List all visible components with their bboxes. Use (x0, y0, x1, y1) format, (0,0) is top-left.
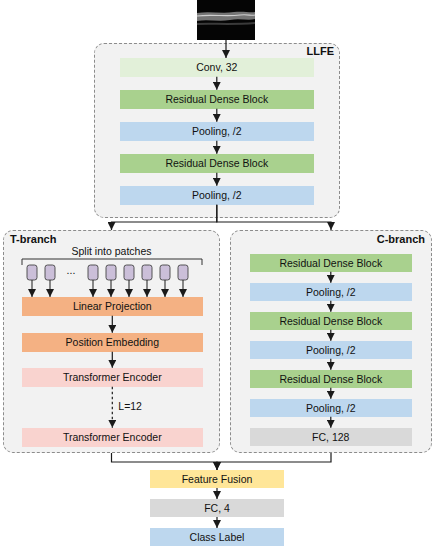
ellipsis-mark: ... (58, 264, 84, 276)
layer-box: Transformer Encoder (22, 428, 203, 447)
module-group: LLFEConv, 32Residual Dense BlockPooling,… (94, 43, 340, 218)
layer-label: Residual Dense Block (279, 315, 382, 327)
flow-arrow (112, 453, 218, 470)
layer-label: Transformer Encoder (63, 371, 162, 383)
layer-label: Residual Dense Block (279, 373, 382, 385)
patch-arrow (129, 280, 130, 297)
oct-retina-band (197, 12, 255, 21)
layer-box: Residual Dense Block (250, 370, 412, 388)
patch-token (124, 265, 134, 280)
module-group: T-branchLinear ProjectionPosition Embedd… (3, 230, 220, 453)
module-title: T-branch (10, 233, 56, 245)
layer-box: Residual Dense Block (120, 154, 314, 173)
patch-arrow (93, 280, 94, 297)
patch-arrow (32, 280, 33, 297)
patch-bracket (22, 259, 202, 265)
layer-label: Linear Projection (73, 300, 152, 312)
layer-label: Residual Dense Block (165, 157, 268, 169)
flow-arrow (330, 359, 331, 370)
layer-box: Feature Fusion (150, 470, 284, 488)
flow-arrow (330, 301, 331, 312)
module-title: LLFE (307, 45, 335, 57)
flow-arrow (217, 205, 331, 230)
patch-arrow (183, 280, 184, 297)
oct-retina-layer (197, 15, 255, 16)
patch-arrow (147, 280, 148, 297)
flow-arrow (330, 330, 331, 341)
repeat-count: L=12 (118, 400, 142, 412)
layer-label: Transformer Encoder (63, 431, 162, 443)
patch-token (160, 265, 170, 280)
layer-box: Residual Dense Block (120, 90, 314, 109)
patch-arrow (165, 280, 166, 297)
module-title: C-branch (377, 233, 425, 245)
layer-box: Pooling, /2 (250, 399, 412, 417)
layer-box: Pooling, /2 (120, 186, 314, 205)
flow-arrow (112, 316, 113, 333)
layer-box: FC, 128 (250, 428, 412, 446)
flow-arrow (112, 352, 113, 368)
module-group: C-branchResidual Dense BlockPooling, /2R… (230, 230, 432, 453)
layer-box: Pooling, /2 (250, 283, 412, 301)
layer-label: Pooling, /2 (306, 286, 356, 298)
layer-label: Class Label (190, 531, 245, 543)
layer-label: Position Embedding (66, 336, 159, 348)
input-arrow (225, 40, 226, 58)
flow-arrow (216, 488, 217, 499)
patch-tokens (27, 265, 188, 280)
flow-arrow (217, 453, 331, 470)
layer-box: Position Embedding (22, 333, 203, 352)
flow-arrow (216, 141, 217, 154)
layer-label: Pooling, /2 (306, 402, 356, 414)
layer-box: Transformer Encoder (22, 368, 203, 387)
patch-arrow (50, 280, 51, 297)
flow-arrow (330, 417, 331, 428)
patch-arrows (32, 280, 183, 297)
layer-label: Conv, 32 (196, 61, 237, 73)
patch-arrow (111, 280, 112, 297)
layer-box: FC, 4 (150, 499, 284, 517)
patch-token (106, 265, 116, 280)
connector-group (112, 77, 332, 528)
patch-token (45, 265, 55, 280)
layer-label: Pooling, /2 (306, 344, 356, 356)
layer-box: Linear Projection (22, 297, 203, 316)
layer-box: Conv, 32 (120, 58, 314, 77)
flow-arrow (216, 173, 217, 186)
layer-label: Residual Dense Block (279, 257, 382, 269)
layer-label: Feature Fusion (182, 473, 253, 485)
layer-label: FC, 4 (204, 502, 230, 514)
patch-token (142, 265, 152, 280)
flow-arrow (216, 77, 217, 90)
oct-retina-shadow (197, 23, 255, 24)
flow-arrow (112, 387, 113, 428)
layer-box: Residual Dense Block (250, 254, 412, 272)
patch-token (178, 265, 188, 280)
patch-token (27, 265, 37, 280)
layer-box: Residual Dense Block (250, 312, 412, 330)
flow-arrow (112, 205, 217, 230)
layer-label: Pooling, /2 (192, 125, 242, 137)
oct-image (197, 0, 255, 40)
oct-background (197, 0, 255, 40)
layer-box: Pooling, /2 (250, 341, 412, 359)
flow-arrow (216, 517, 217, 528)
layer-box: Class Label (150, 528, 284, 546)
layer-label: Pooling, /2 (192, 189, 242, 201)
flow-arrow (216, 109, 217, 122)
layer-label: Residual Dense Block (165, 93, 268, 105)
flow-arrow (330, 388, 331, 399)
flow-arrow (330, 272, 331, 283)
layer-box: Pooling, /2 (120, 122, 314, 141)
layer-label: FC, 128 (312, 431, 349, 443)
patch-token (88, 265, 98, 280)
patch-caption: Split into patches (3, 245, 220, 257)
